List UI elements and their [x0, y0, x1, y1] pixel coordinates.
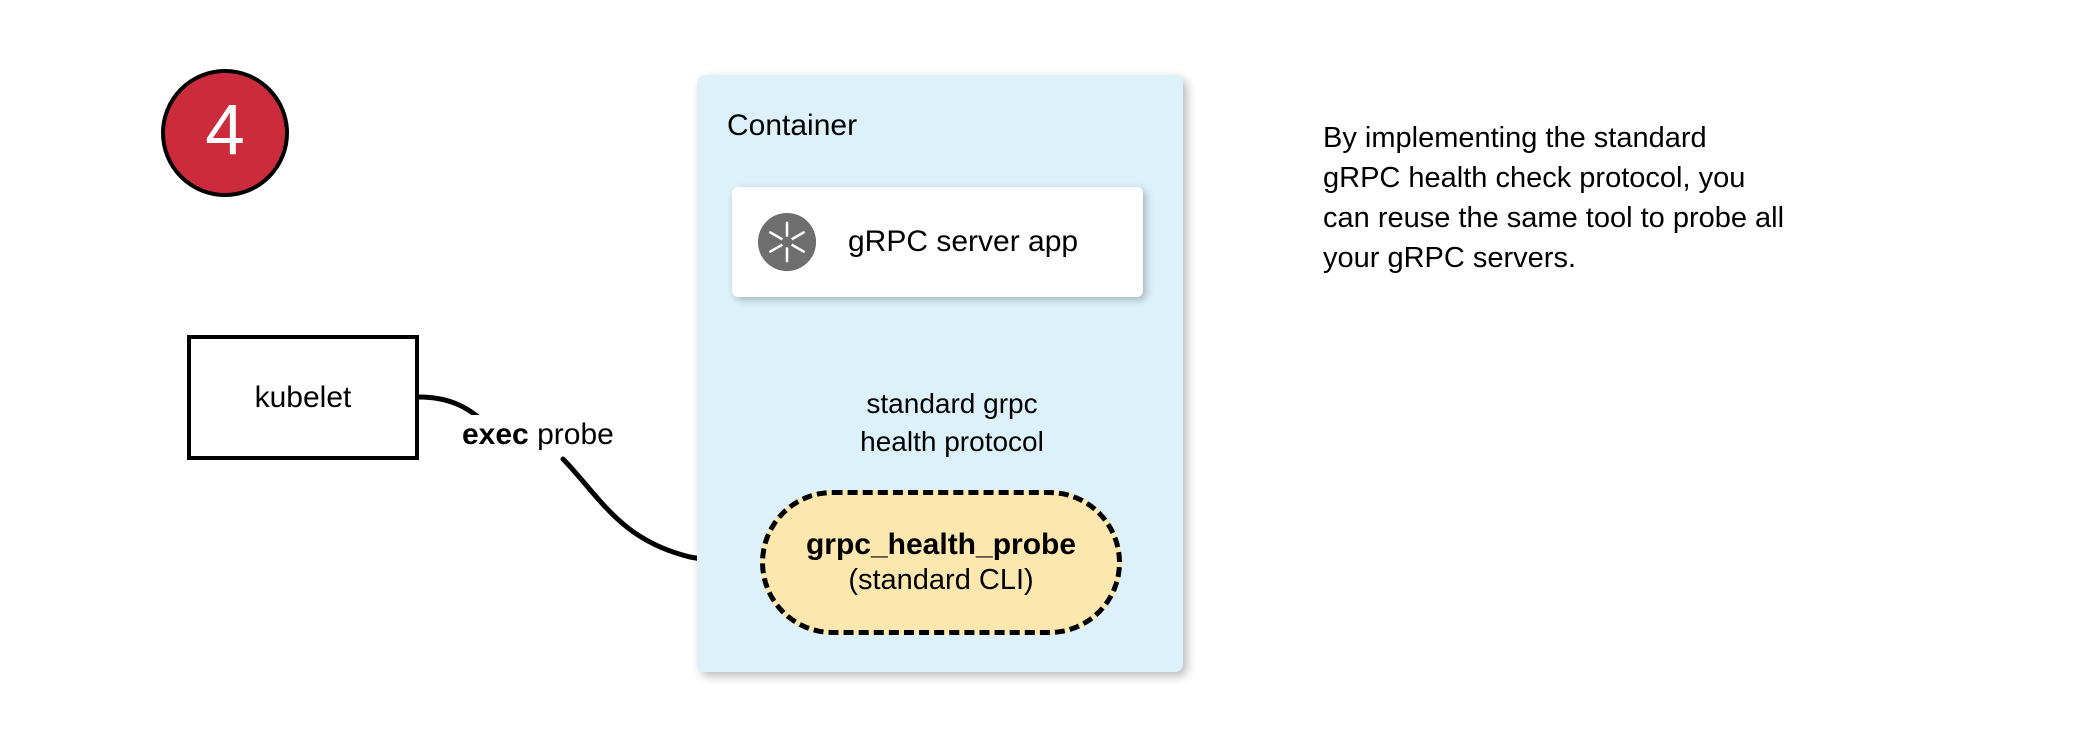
kubelet-label: kubelet	[254, 380, 352, 414]
explanation-note-line: your gRPC servers.	[1323, 242, 1577, 274]
exec-probe-edge-label-rest: probe	[528, 418, 614, 451]
grpc-health-probe-subtitle: (standard CLI)	[848, 564, 1034, 597]
grpc-health-probe-node: grpc_health_probe (standard CLI)	[760, 490, 1122, 635]
grpc-aperture-icon	[757, 212, 817, 272]
health-protocol-edge-label-line1: standard grpc	[866, 388, 1038, 419]
step-number-label: 4	[205, 90, 245, 170]
exec-probe-edge-label: exec probe	[456, 415, 620, 455]
explanation-note-line: gRPC health check protocol, you	[1323, 162, 1746, 194]
explanation-note-line: can reuse the same tool to probe all	[1323, 202, 1785, 234]
grpc-health-probe-title: grpc_health_probe	[805, 527, 1077, 561]
grpc-server-app-label: gRPC server app	[848, 225, 1079, 258]
container-title: Container	[727, 109, 858, 142]
explanation-note-line: By implementing the standard	[1323, 122, 1707, 154]
health-protocol-edge-label-line2: health protocol	[860, 426, 1044, 457]
step-number-badge: 4	[161, 69, 289, 197]
explanation-note: By implementing the standard gRPC health…	[1323, 118, 1913, 278]
exec-probe-edge-label-bold: exec	[462, 418, 529, 451]
health-protocol-edge-label: standard grpc health protocol	[833, 383, 1071, 463]
grpc-server-app-node: gRPC server app	[732, 187, 1143, 297]
kubelet-node: kubelet	[187, 335, 419, 460]
